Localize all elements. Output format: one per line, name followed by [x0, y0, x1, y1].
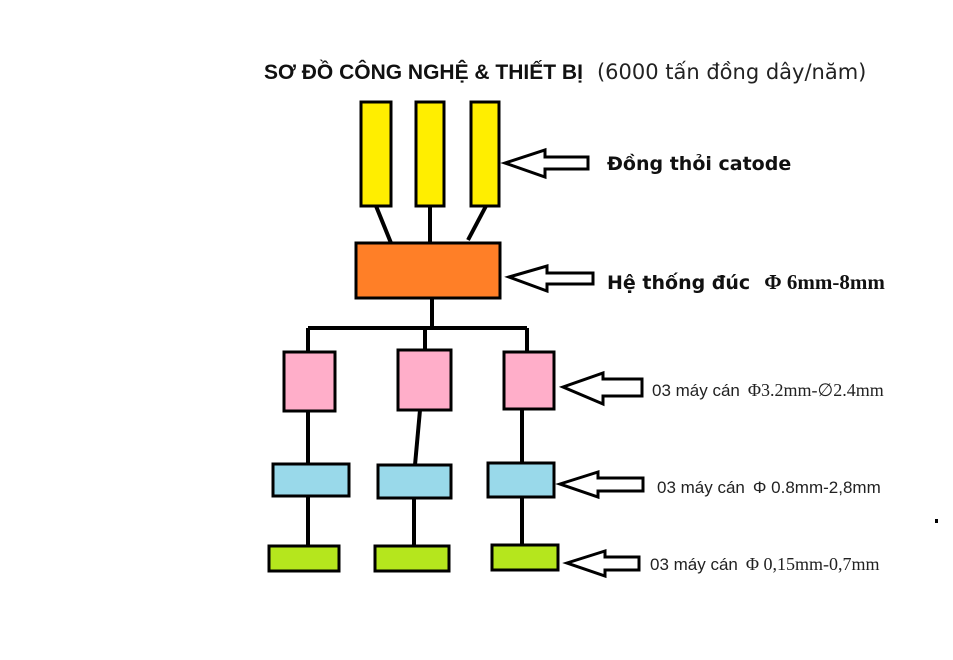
arrow-mill3 — [562, 548, 641, 579]
casting-box — [354, 241, 502, 300]
label-mill2-suffix: Φ 0.8mm-2,8mm — [753, 478, 881, 497]
title-bold: SƠ ĐỒ CÔNG NGHỆ & THIẾT BỊ — [264, 60, 583, 84]
connectors — [306, 205, 529, 546]
label-mill2-prefix: 03 máy cán — [657, 478, 745, 497]
mill3-box-2 — [373, 544, 451, 573]
mill2-box-3 — [486, 461, 556, 499]
label-casting-prefix: Hệ thống đúc — [607, 271, 750, 294]
label-casting-suffix: Φ 6mm-8mm — [764, 270, 885, 294]
arrow-catode — [500, 147, 590, 180]
mill2-group — [271, 461, 556, 500]
label-mill3-prefix: 03 máy cán — [650, 555, 738, 574]
arrow-mill2 — [555, 469, 645, 500]
catode-bar-1 — [359, 100, 393, 208]
label-mill1-prefix: 03 máy cán — [652, 381, 740, 400]
mill3-box-3 — [490, 543, 560, 572]
connector-catode-1 — [374, 205, 393, 244]
catode-group — [359, 100, 501, 208]
diagram-title: SƠ ĐỒ CÔNG NGHỆ & THIẾT BỊ (6000 tấn đồn… — [264, 60, 866, 84]
mill1-box-3 — [502, 350, 556, 411]
stray-dot — [935, 519, 938, 523]
catode-bar-3 — [469, 100, 501, 208]
mill2-box-1 — [271, 462, 351, 498]
mill3-box-1 — [267, 544, 341, 573]
label-catode: Đồng thỏi catode — [607, 152, 791, 175]
mill1-box-2 — [396, 348, 453, 412]
connector-catode-3 — [466, 205, 488, 241]
arrow-casting — [504, 264, 595, 294]
title-normal: (6000 tấn đồng dây/năm) — [597, 60, 866, 84]
label-mill2: 03 máy cán Φ 0.8mm-2,8mm — [657, 478, 881, 497]
connector-mill1-mill2-mid — [413, 409, 422, 466]
arrows — [500, 147, 645, 579]
mill1-box-1 — [282, 350, 337, 413]
label-mill1-suffix: Φ3.2mm-∅2.4mm — [748, 380, 884, 400]
mill2-box-2 — [376, 463, 453, 500]
mill3-group — [267, 543, 560, 573]
label-mill3: 03 máy cán Φ 0,15mm-0,7mm — [650, 554, 880, 574]
arrow-mill1 — [558, 370, 644, 407]
mill1-group — [282, 348, 556, 413]
catode-bar-2 — [414, 100, 446, 208]
label-mill1: 03 máy cán Φ3.2mm-∅2.4mm — [652, 380, 884, 400]
label-casting: Hệ thống đúc Φ 6mm-8mm — [607, 270, 885, 294]
label-mill3-suffix: Φ 0,15mm-0,7mm — [746, 554, 880, 574]
